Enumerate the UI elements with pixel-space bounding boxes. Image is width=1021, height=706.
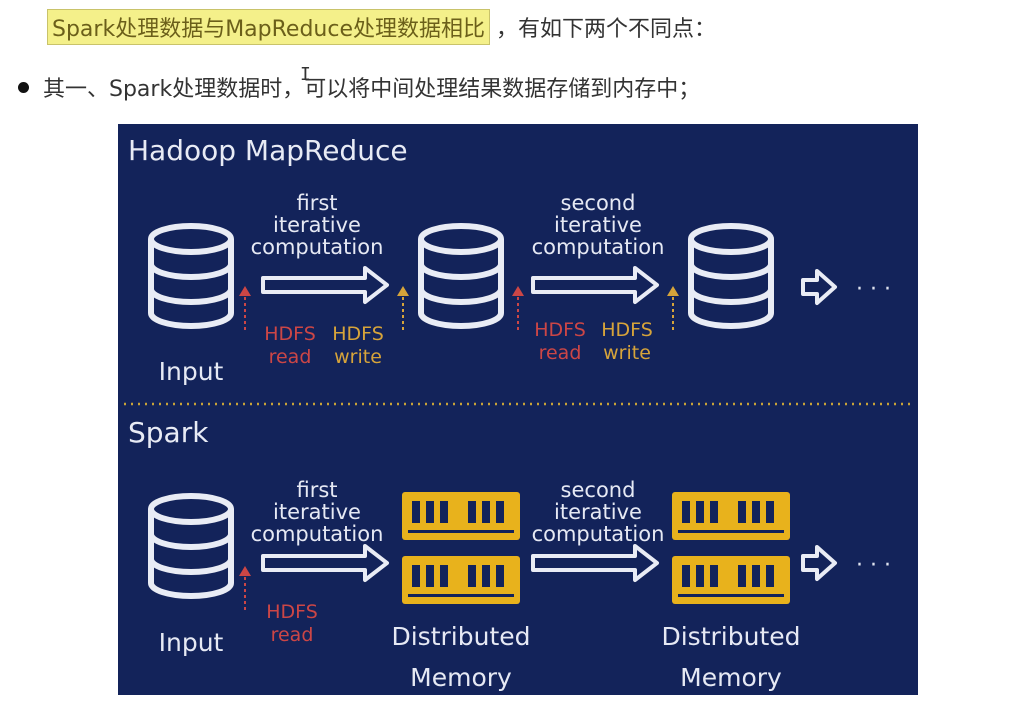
spark-memory2-line2: Memory: [680, 663, 782, 692]
spark-memory2-line1: Distributed: [661, 622, 800, 651]
hadoop-input-label: Input: [159, 357, 224, 386]
hadoop-ellipsis: · · ·: [856, 277, 891, 302]
hadoop-hdfs2-write-line1: HDFS: [601, 319, 653, 341]
spark-step1-arrow-icon: [261, 544, 389, 582]
hadoop-output-database-icon: [691, 226, 771, 326]
hadoop-hdfs1-write-line2: write: [334, 346, 382, 368]
heading-line: Spark处理数据与MapReduce处理数据相比 ，有如下两个不同点：: [47, 9, 717, 45]
hadoop-hdfs1-read-arrow-icon: [239, 286, 251, 330]
hadoop-input-database-icon: [151, 226, 231, 326]
hadoop-hdfs2-write-arrow-icon: [667, 286, 679, 330]
hadoop-continue-arrow-icon: [801, 269, 837, 305]
spark-input-label: Input: [159, 628, 224, 657]
heading-rest: ，有如下两个不同点：: [496, 17, 717, 42]
hadoop-step1-line2: iterative: [273, 213, 361, 237]
spark-memory1-line1: Distributed: [391, 622, 530, 651]
hadoop-hdfs1-read-line1: HDFS: [264, 323, 316, 345]
spark-hdfs-read-line1: HDFS: [266, 601, 318, 623]
hadoop-intermediate-database-icon: [421, 226, 501, 326]
spark-memory1-icon: [402, 492, 520, 604]
spark-title: Spark: [128, 416, 209, 449]
spark-step1-line2: iterative: [273, 500, 361, 524]
spark-continue-arrow-icon: [801, 545, 837, 581]
hadoop-title: Hadoop MapReduce: [128, 134, 408, 167]
spark-step2-line3: computation: [532, 522, 665, 546]
spark-memory2-icon: [672, 492, 790, 604]
hadoop-step1-arrow-icon: [261, 266, 389, 304]
bullet-item: 其一、Spark处理数据时，可以将中间处理结果数据存储到内存中；: [18, 70, 700, 104]
hadoop-step2-line2: iterative: [554, 213, 642, 237]
hadoop-step2-line1: second: [561, 191, 636, 215]
bullet-text: 其一、Spark处理数据时，可以将中间处理结果数据存储到内存中；: [43, 77, 701, 102]
spark-step1-line1: first: [296, 478, 337, 502]
spark-hdfs-read-line2: read: [271, 624, 314, 646]
comparison-diagram: Hadoop MapReduce Input first iterative c…: [118, 124, 918, 695]
spark-step1-line3: computation: [251, 522, 384, 546]
hadoop-hdfs2-read-line2: read: [539, 342, 582, 364]
spark-step2-line2: iterative: [554, 500, 642, 524]
spark-ellipsis: · · ·: [856, 553, 891, 578]
spark-step2-arrow-icon: [531, 544, 659, 582]
spark-memory1-line2: Memory: [410, 663, 512, 692]
heading-highlight: Spark处理数据与MapReduce处理数据相比: [47, 9, 490, 45]
hadoop-step1-line3: computation: [251, 235, 384, 259]
spark-input-database-icon: [151, 496, 231, 596]
hadoop-hdfs1-read-line2: read: [269, 346, 312, 368]
text-cursor-icon: I: [300, 64, 311, 85]
hadoop-step1-line1: first: [296, 191, 337, 215]
hadoop-hdfs1-write-line1: HDFS: [332, 323, 384, 345]
hadoop-hdfs1-write-arrow-icon: [397, 286, 409, 330]
hadoop-hdfs2-write-line2: write: [603, 342, 651, 364]
hadoop-hdfs2-read-line1: HDFS: [534, 319, 586, 341]
spark-hdfs-read-arrow-icon: [239, 566, 251, 610]
bullet-dot-icon: [18, 81, 29, 93]
hadoop-step2-arrow-icon: [531, 266, 659, 304]
spark-step2-line1: second: [561, 478, 636, 502]
hadoop-step2-line3: computation: [532, 235, 665, 259]
hadoop-hdfs2-read-arrow-icon: [512, 286, 524, 330]
